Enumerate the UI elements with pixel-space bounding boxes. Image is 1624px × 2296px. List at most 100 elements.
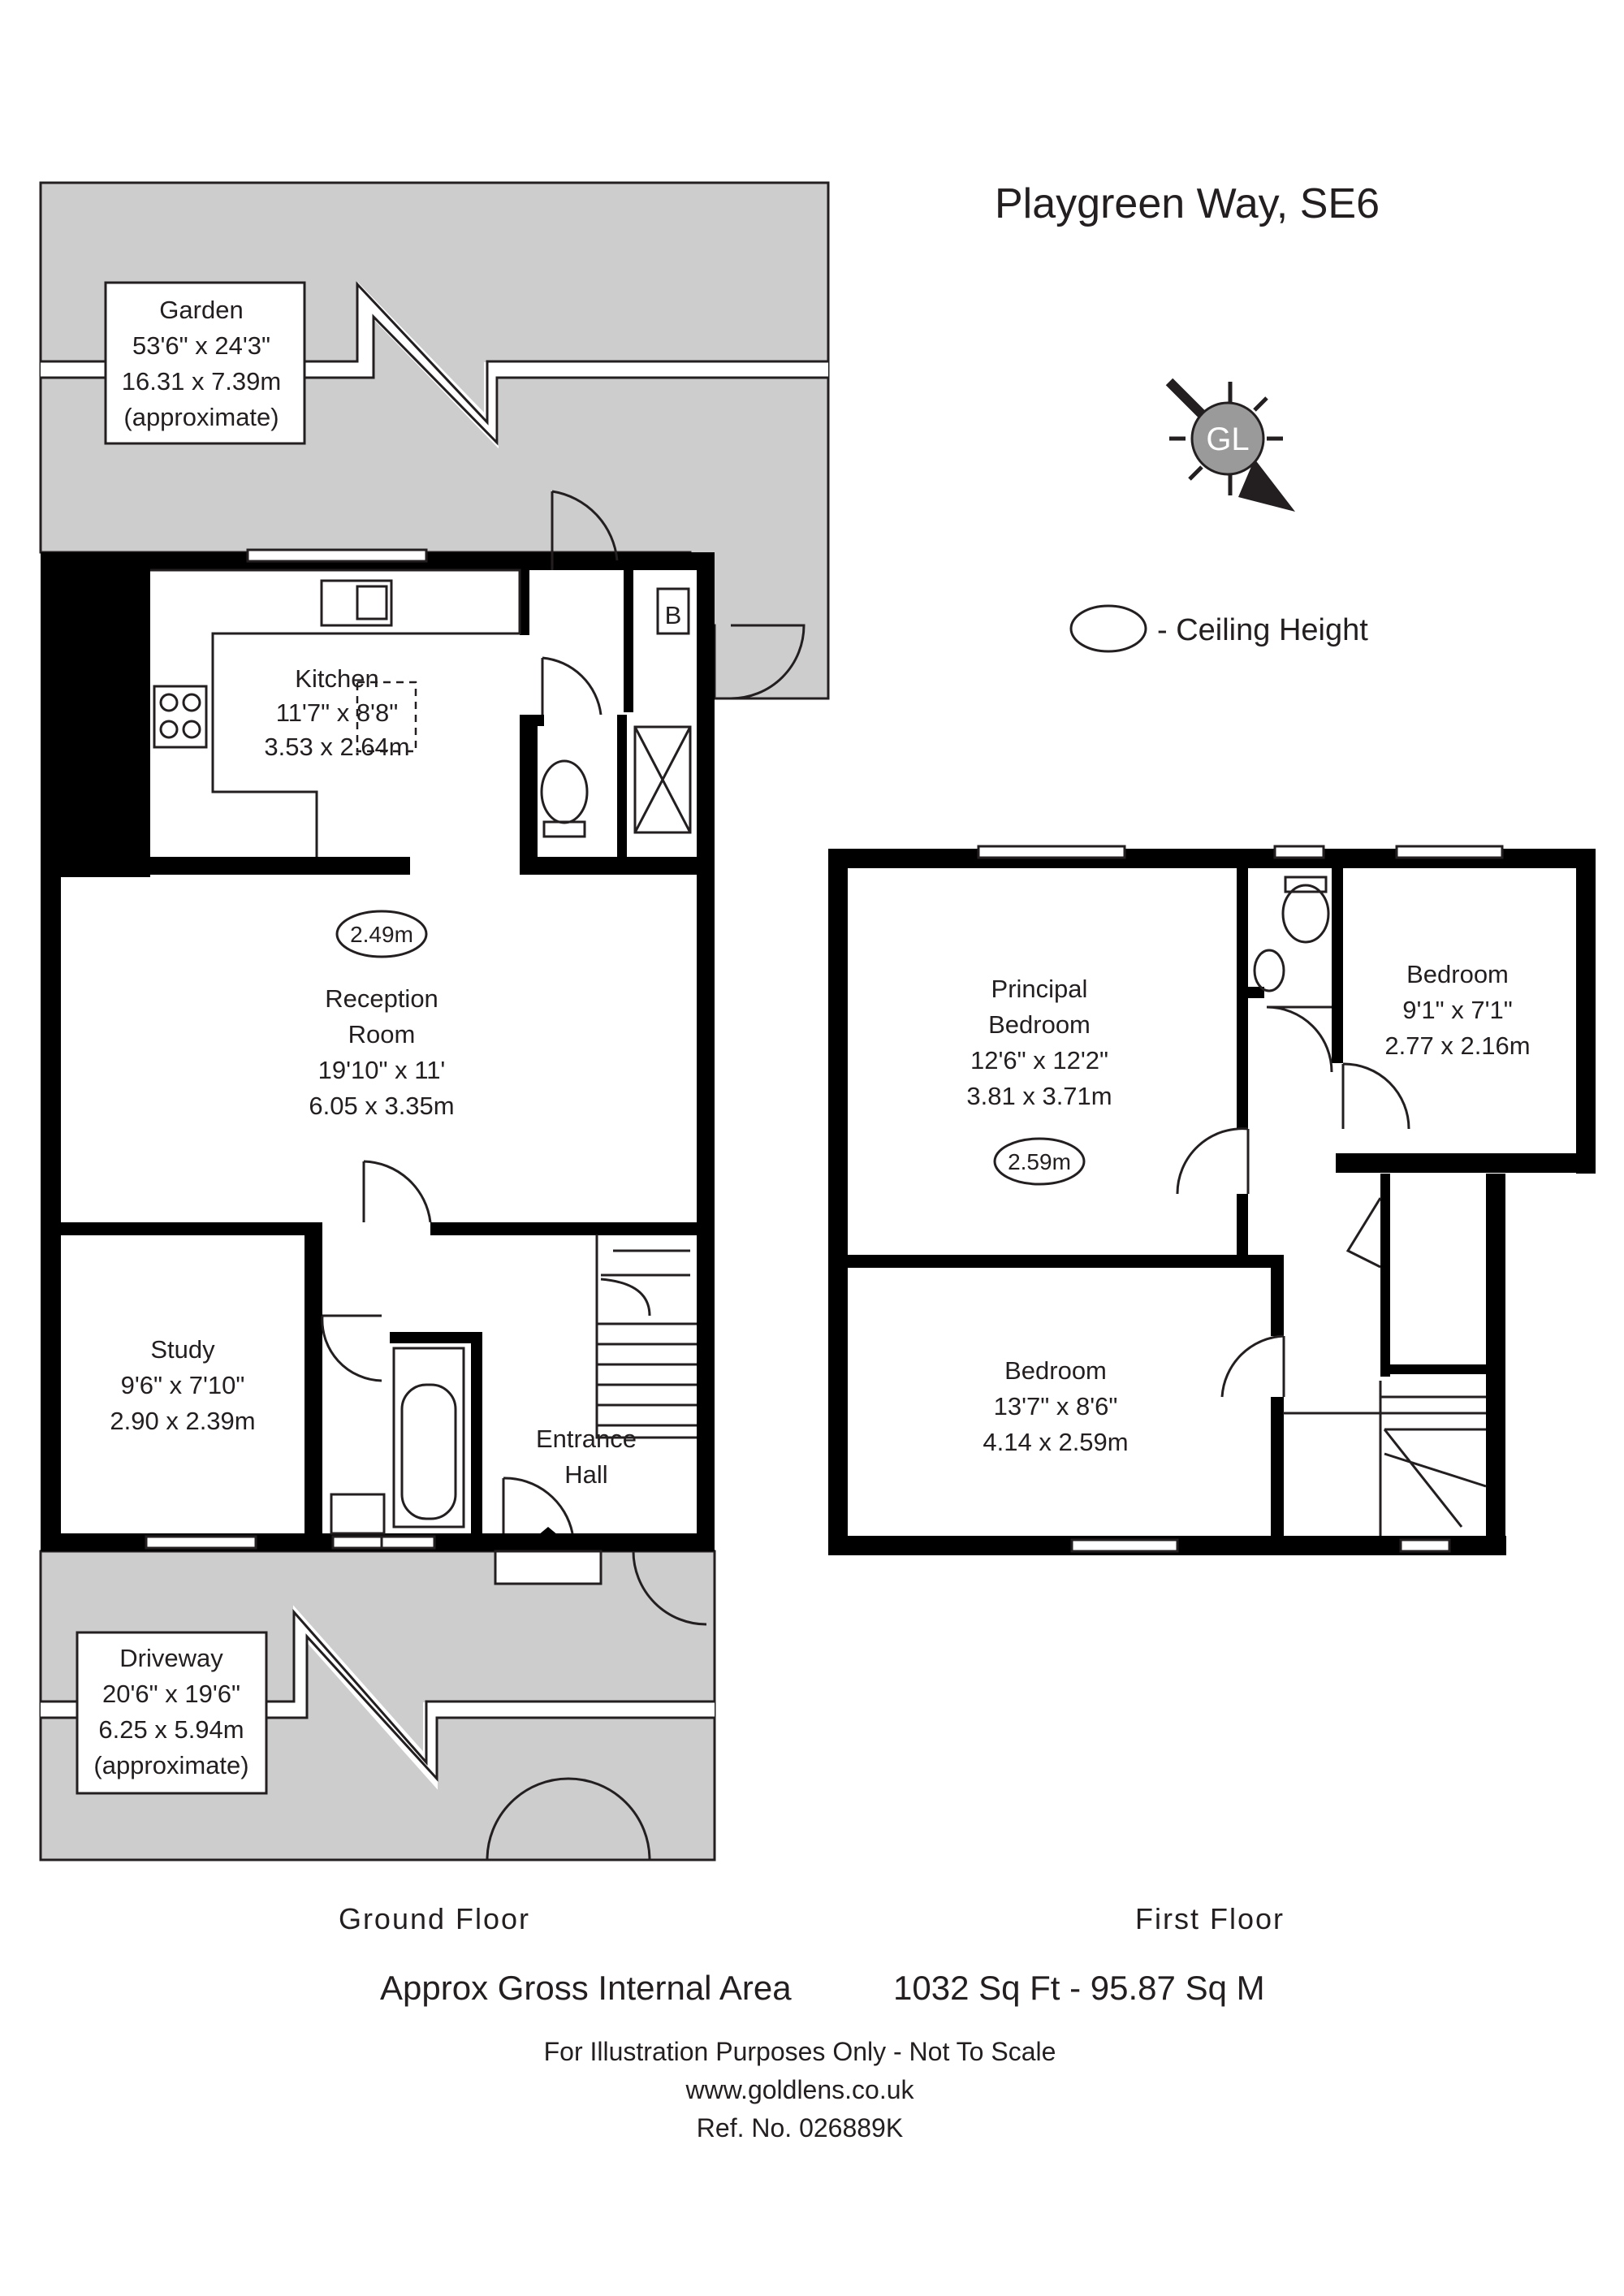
bedroom-small-metric: 2.77 x 2.16m	[1384, 1031, 1530, 1060]
door-study	[321, 1314, 382, 1382]
door-ff-bathroom	[1266, 1005, 1333, 1073]
wall-west	[41, 861, 61, 1551]
principal-ceiling-height: 2.59m	[1008, 1149, 1071, 1174]
driveway-name: Driveway	[119, 1644, 223, 1672]
wall-cupboard	[1380, 1174, 1390, 1377]
wall-west-kitchen	[41, 552, 150, 877]
website: www.goldlens.co.uk	[685, 2075, 914, 2104]
wall-east	[697, 552, 715, 1551]
garden-metric: 16.31 x 7.39m	[122, 367, 281, 396]
stairs-first	[1283, 1381, 1487, 1536]
wall-boiler-west	[624, 570, 633, 712]
door-rear-bedroom	[1220, 1334, 1285, 1398]
kitchen-hob	[153, 685, 208, 749]
reference-number: Ref. No. 026889K	[697, 2113, 903, 2143]
logo-text: GL	[1206, 422, 1249, 457]
study-metric: 2.90 x 2.39m	[110, 1407, 255, 1435]
first-floor-label: First Floor	[1135, 1902, 1285, 1935]
driveway-metric: 6.25 x 5.94m	[98, 1715, 244, 1744]
door-driveway-gate	[486, 1550, 707, 1861]
wall-principal-south	[848, 1255, 1282, 1268]
ff-wc-cistern	[1284, 876, 1328, 893]
door-small-bedroom	[1341, 1062, 1410, 1130]
property-title: Playgreen Way, SE6	[995, 180, 1380, 227]
window	[1399, 1538, 1451, 1553]
wall-kitchen-east	[520, 570, 529, 635]
door-cupboard	[1345, 1197, 1382, 1269]
ceiling-height-legend-icon	[1069, 604, 1147, 653]
driveway-imperial: 20'6" x 19'6"	[102, 1680, 240, 1708]
hob-ring	[159, 693, 179, 712]
kitchen-worktop	[150, 569, 521, 857]
door-kitchen-garden	[551, 490, 619, 570]
entrance-name-line1: Entrance	[536, 1425, 637, 1453]
window	[1395, 845, 1504, 859]
window	[331, 1535, 387, 1550]
wall-bath-east-top	[390, 1332, 481, 1343]
garden-break-line	[41, 282, 828, 449]
garden-imperial: 53'6" x 24'3"	[132, 331, 270, 360]
ground-floor-plan	[39, 181, 830, 1861]
kitchen-name: Kitchen	[295, 664, 378, 693]
bedroom-rear-metric: 4.14 x 2.59m	[983, 1428, 1128, 1456]
ceiling-height-legend-label: - Ceiling Height	[1157, 613, 1368, 647]
wall-reception-south-a	[61, 1222, 313, 1235]
study-name: Study	[150, 1335, 215, 1364]
reception-ceiling-badge	[335, 910, 428, 958]
window	[145, 1535, 257, 1550]
wall-reception-south-b	[430, 1222, 698, 1235]
door-entrance	[502, 1477, 574, 1534]
area-label: Approx Gross Internal Area	[380, 1969, 792, 2007]
wall-ff-step	[1336, 1153, 1596, 1173]
study-imperial: 9'6" x 7'10"	[121, 1371, 245, 1399]
door-principal	[1176, 1127, 1250, 1195]
boiler-label: B	[665, 601, 682, 629]
kitchen-fridge-dashed	[356, 681, 417, 753]
wall-principal-east-lower	[1237, 1194, 1248, 1267]
stairs-ground	[595, 1234, 697, 1439]
principal-imperial: 12'6" x 12'2"	[970, 1046, 1108, 1074]
reception-name-line2: Room	[348, 1020, 416, 1049]
kitchen-sink-bowl	[356, 585, 388, 620]
garden-label-box	[104, 281, 306, 445]
kitchen-imperial: 11'7" x 8'8"	[276, 698, 398, 727]
reception-name-line1: Reception	[325, 984, 438, 1013]
driveway-note: (approximate)	[93, 1751, 248, 1779]
wall-principal-east	[1237, 868, 1248, 1128]
window	[380, 1535, 436, 1550]
ff-basin	[1253, 949, 1285, 992]
wall-wc-west	[520, 715, 538, 873]
door-wc	[541, 656, 603, 716]
ground-floor-label: Ground Floor	[339, 1902, 530, 1935]
reception-imperial: 19'10" x 11'	[318, 1056, 446, 1084]
principal-metric: 3.81 x 3.71m	[966, 1082, 1112, 1110]
first-floor-plan	[828, 845, 1596, 1555]
principal-ceiling-badge	[993, 1137, 1086, 1186]
wall-ff-east-upper	[1576, 849, 1596, 1174]
bath-inner	[400, 1383, 457, 1520]
reception-metric: 6.05 x 3.35m	[309, 1092, 454, 1120]
logo-ray	[1188, 465, 1203, 481]
window	[1273, 845, 1325, 859]
wall-cupboard-south	[1380, 1364, 1502, 1374]
entrance-name-line2: Hall	[564, 1460, 607, 1489]
disclaimer: For Illustration Purposes Only - Not To …	[544, 2037, 1056, 2066]
wall-bath-ff-east	[1332, 868, 1343, 1063]
hob-ring	[159, 720, 179, 739]
window	[1070, 1538, 1179, 1553]
bath	[392, 1347, 465, 1529]
garden-note: (approximate)	[123, 403, 279, 431]
wc-bowl	[540, 759, 589, 824]
ff-wc-bowl	[1281, 884, 1330, 944]
principal-name-line1: Principal	[991, 975, 1088, 1003]
bedroom-small-imperial: 9'1" x 7'1"	[1402, 996, 1513, 1024]
door-garden-side	[730, 624, 806, 700]
shower-tray	[633, 725, 692, 834]
entrance-step	[494, 1550, 603, 1585]
logo-ray	[1253, 396, 1268, 412]
kitchen-sink	[320, 579, 393, 627]
hob-ring	[182, 693, 201, 712]
bedroom-rear-name: Bedroom	[1004, 1356, 1107, 1385]
driveway-label-box	[76, 1631, 268, 1795]
